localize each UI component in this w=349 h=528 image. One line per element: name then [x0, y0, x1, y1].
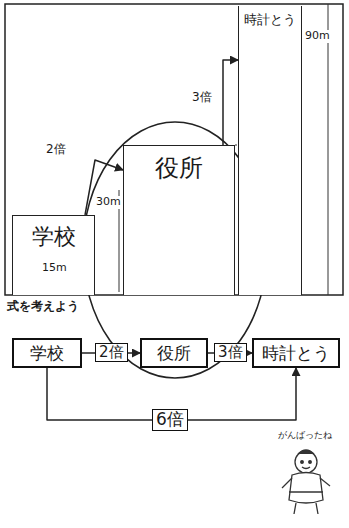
edge-label: 2倍: [44, 143, 68, 157]
edge-label: 6倍: [152, 409, 188, 431]
picture-frame: [5, 4, 343, 295]
school-building: 学校: [12, 215, 95, 295]
node-text: 学校: [30, 343, 64, 363]
mascot-speech: がんばったね: [276, 430, 334, 440]
section-heading: 式を考えよう: [5, 300, 81, 314]
dimension-label: 90m: [303, 30, 332, 43]
arrow-connector: [223, 60, 238, 145]
edge-label: 3倍: [190, 91, 214, 105]
edge-label: 3倍: [214, 343, 247, 362]
dimension-label: 15m: [40, 262, 69, 275]
height-line: [328, 4, 329, 295]
node-text: 役所: [157, 343, 191, 363]
clock-tower: 時計とう: [238, 6, 302, 295]
node-text: 学校: [32, 224, 76, 250]
mascot-figure: [282, 450, 330, 514]
process-box: 学校: [12, 338, 82, 368]
office-building: 役所: [123, 145, 235, 295]
node-text: 時計とう: [262, 343, 330, 363]
node-text: 役所: [155, 154, 203, 183]
arrow-connector: [85, 160, 123, 215]
dimension-label: 30m: [94, 196, 123, 209]
process-box: 役所: [140, 338, 208, 368]
process-box: 時計とう: [252, 338, 340, 368]
node-text: 時計とう: [244, 12, 296, 28]
edge-label: 2倍: [95, 343, 128, 362]
